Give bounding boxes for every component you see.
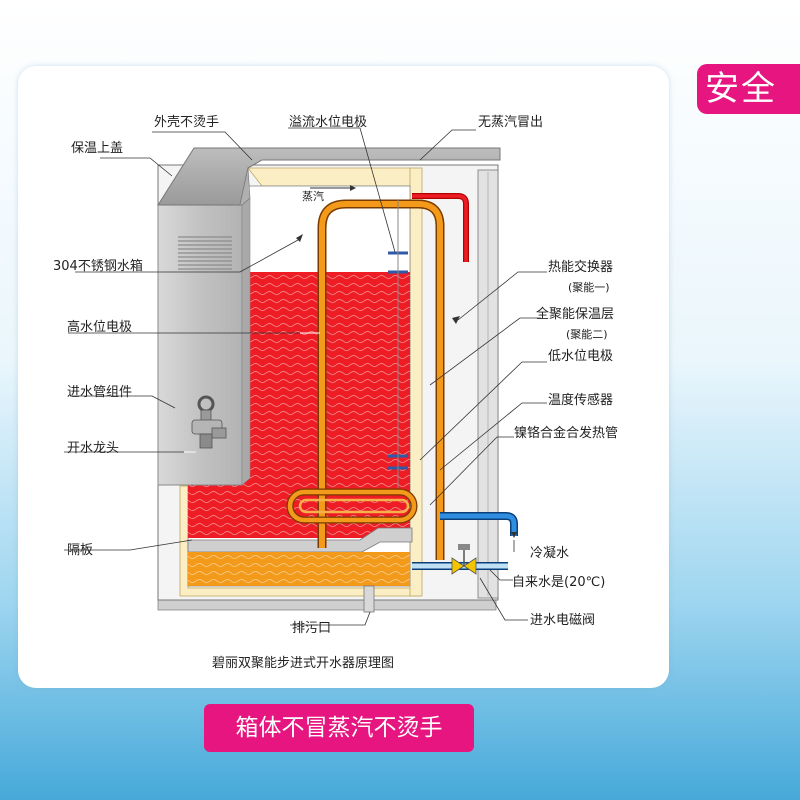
label-heating-tube: 镍铬合金合发热管 bbox=[514, 425, 618, 441]
arrow-head-2 bbox=[452, 316, 460, 324]
label-partition: 隔板 bbox=[67, 543, 93, 558]
heat-exchanger-pipe bbox=[317, 193, 469, 560]
vent-slots bbox=[178, 236, 232, 270]
steam-arrow bbox=[310, 185, 356, 191]
label-insulation-note: (聚能二) bbox=[566, 327, 608, 341]
label-steel-tank: 304不锈钢水箱 bbox=[53, 258, 143, 274]
label-high-level-electrode: 高水位电极 bbox=[67, 319, 132, 335]
label-low-level-electrode: 低水位电极 bbox=[548, 349, 613, 364]
solenoid-valve-shape bbox=[451, 544, 477, 575]
white-leader-lines bbox=[184, 332, 320, 453]
leader-lines bbox=[64, 127, 547, 626]
steam-tag: 蒸汽 bbox=[302, 189, 324, 203]
faucet bbox=[191, 395, 227, 449]
label-tap-water: 自来水是(20℃) bbox=[512, 575, 605, 590]
label-outer-shell: 外壳不烫手 bbox=[154, 115, 219, 130]
heating-coil bbox=[286, 488, 418, 524]
label-solenoid-valve: 进水电磁阀 bbox=[530, 613, 595, 628]
label-heat-exchanger-note: (聚能一) bbox=[568, 280, 610, 294]
drain-pipe bbox=[363, 585, 375, 613]
insulation-layer bbox=[179, 167, 423, 597]
arrow-head-3 bbox=[511, 532, 517, 538]
slogan-banner: 箱体不冒蒸汽不烫手 bbox=[204, 704, 474, 752]
label-insulation-layer: 全聚能保温层 bbox=[536, 306, 614, 322]
diagram-caption: 碧丽双聚能步进式开水器原理图 bbox=[212, 656, 394, 671]
label-insulated-lid: 保温上盖 bbox=[71, 141, 123, 156]
label-no-steam-vent: 无蒸汽冒出 bbox=[478, 115, 543, 130]
label-temp-sensor: 温度传感器 bbox=[548, 392, 613, 408]
label-condensate: 冷凝水 bbox=[530, 545, 569, 561]
stainless-front-panel bbox=[157, 197, 251, 486]
label-inlet-assembly: 进水管组件 bbox=[67, 385, 132, 400]
insulated-lid bbox=[157, 147, 501, 206]
safety-badge: 安全 bbox=[697, 64, 800, 114]
arrow-head-1 bbox=[296, 234, 303, 242]
label-overflow-electrode: 溢流水位电极 bbox=[289, 115, 367, 130]
label-faucet: 开水龙头 bbox=[67, 441, 119, 456]
label-heat-exchanger: 热能交换器 bbox=[548, 259, 613, 275]
label-drain: 排污口 bbox=[292, 621, 331, 636]
